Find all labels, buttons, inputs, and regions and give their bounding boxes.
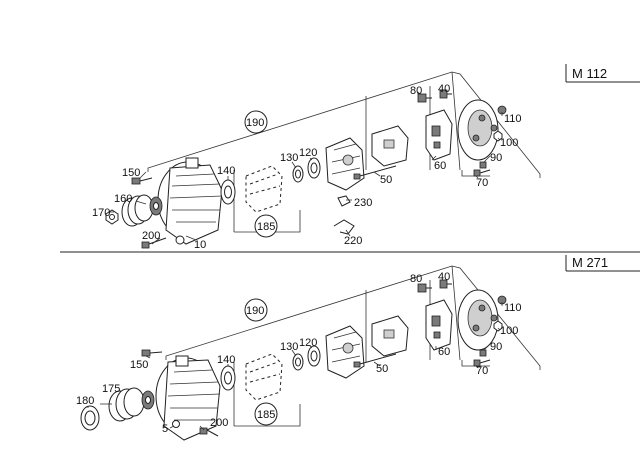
callout-170: 170 bbox=[92, 207, 110, 219]
bearing-130 bbox=[292, 165, 304, 183]
callout-50: 50 bbox=[380, 174, 392, 186]
callout-110: 110 bbox=[504, 113, 522, 125]
section-1-callouts: 10 120 130 140 150 160 170 185 190 200 2… bbox=[92, 83, 522, 251]
callout-185: 185 bbox=[257, 221, 275, 233]
model-label-box-2: M 271 bbox=[565, 255, 640, 272]
screw-80-m271 bbox=[417, 283, 432, 293]
callout-190: 190 bbox=[246, 117, 264, 129]
callout-150: 150 bbox=[122, 167, 140, 179]
stator-housing-2 bbox=[325, 325, 365, 379]
pulley-175 bbox=[108, 387, 155, 422]
model-label-2: M 271 bbox=[572, 255, 608, 270]
callout-100-m271: 100 bbox=[500, 325, 518, 337]
screw-40 bbox=[439, 89, 452, 99]
callout-190-ring: 190 bbox=[244, 110, 268, 134]
nut-170 bbox=[105, 209, 119, 225]
cap-180 bbox=[80, 405, 100, 431]
callout-120: 120 bbox=[299, 147, 317, 159]
model-label-1: M 112 bbox=[572, 66, 607, 81]
callout-130: 130 bbox=[280, 152, 298, 164]
callout-150-m271: 150 bbox=[130, 359, 148, 371]
end-cover-2 bbox=[457, 289, 499, 351]
screw-70-m271 bbox=[473, 359, 491, 367]
bearing-140-m271 bbox=[220, 365, 236, 391]
callout-175: 175 bbox=[102, 383, 120, 395]
bearing-140 bbox=[220, 179, 236, 205]
callout-130-m271: 130 bbox=[280, 341, 298, 353]
regulator-1 bbox=[371, 125, 409, 167]
callout-70: 70 bbox=[476, 177, 488, 189]
callout-70-m271: 70 bbox=[476, 365, 488, 377]
callout-180: 180 bbox=[76, 395, 94, 407]
screw-90-m271 bbox=[479, 349, 487, 357]
callout-50-m271: 50 bbox=[376, 363, 388, 375]
stator-housing-1 bbox=[325, 137, 365, 191]
callout-90-m271: 90 bbox=[490, 341, 502, 353]
bearing-130-m271 bbox=[292, 353, 304, 371]
callout-190-m271: 190 bbox=[246, 305, 264, 317]
callout-40-m271: 40 bbox=[438, 271, 450, 283]
callout-80: 80 bbox=[410, 85, 422, 97]
callout-5: 5 bbox=[162, 423, 168, 435]
nut-5 bbox=[172, 420, 180, 428]
clip-230 bbox=[337, 195, 351, 207]
screw-70 bbox=[473, 169, 491, 177]
alternator-1 bbox=[157, 157, 223, 245]
callout-200-m271: 200 bbox=[210, 417, 228, 429]
callout-230: 230 bbox=[354, 197, 372, 209]
bolt-150-m271 bbox=[141, 349, 163, 357]
bolt-200 bbox=[141, 237, 167, 249]
callout-185-ring-m271: 185 bbox=[254, 402, 278, 426]
model-label-box-1: M 112 bbox=[565, 64, 640, 83]
callout-200: 200 bbox=[142, 230, 160, 242]
callout-185-m271: 185 bbox=[257, 409, 275, 421]
callout-80-m271: 80 bbox=[410, 273, 422, 285]
bolt-50-m271 bbox=[353, 353, 397, 368]
callout-110-m271: 110 bbox=[504, 302, 522, 314]
regulator-2 bbox=[371, 315, 409, 357]
bolt-150 bbox=[131, 177, 153, 185]
callout-140: 140 bbox=[217, 165, 235, 177]
callout-140-m271: 140 bbox=[217, 354, 235, 366]
section-1-drawing bbox=[105, 71, 541, 249]
screw-40-m271 bbox=[439, 279, 452, 289]
callout-40: 40 bbox=[438, 83, 450, 95]
clip-220 bbox=[333, 219, 355, 235]
pulley-160 bbox=[121, 194, 163, 227]
screw-80 bbox=[417, 93, 432, 103]
callout-60: 60 bbox=[434, 160, 446, 172]
callout-120-m271: 120 bbox=[299, 337, 317, 349]
callout-160: 160 bbox=[114, 193, 132, 205]
rectifier-60-m271 bbox=[425, 299, 453, 351]
callout-100: 100 bbox=[500, 137, 518, 149]
rotor-185 bbox=[245, 165, 283, 213]
section-2-drawing bbox=[80, 265, 541, 441]
bolt-200-m271 bbox=[199, 427, 219, 437]
end-cover-1 bbox=[457, 99, 499, 161]
callout-60-m271: 60 bbox=[438, 346, 450, 358]
callout-220: 220 bbox=[344, 235, 362, 247]
bolt-50 bbox=[353, 165, 397, 180]
nut-100-m271 bbox=[493, 320, 503, 332]
ring-120-m271 bbox=[307, 345, 321, 367]
callout-90: 90 bbox=[490, 152, 502, 164]
callout-185-ring: 185 bbox=[254, 214, 278, 238]
callout-10: 10 bbox=[194, 239, 206, 251]
callout-190-ring-m271: 190 bbox=[244, 298, 268, 322]
screw-90 bbox=[479, 161, 487, 169]
alternator-2 bbox=[155, 355, 221, 441]
rectifier-60 bbox=[425, 109, 453, 161]
section-2-callouts: 5 120 130 140 150 175 180 185 190 200 40… bbox=[76, 271, 522, 435]
ring-120 bbox=[307, 157, 321, 179]
nut-100 bbox=[493, 130, 503, 142]
rotor-185-m271 bbox=[245, 353, 283, 401]
